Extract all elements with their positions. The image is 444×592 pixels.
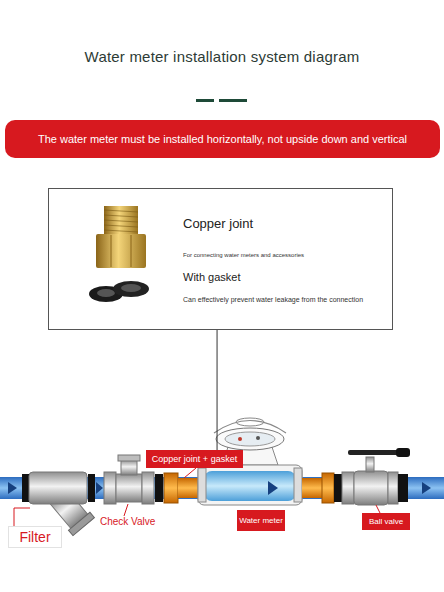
valve-nut (388, 472, 398, 504)
copper-joint-nut (164, 473, 178, 503)
dial-pointer (256, 436, 260, 440)
flow-arrow (268, 481, 278, 495)
rubber-band (398, 474, 408, 502)
meter-flange (198, 468, 206, 502)
meter-glass-tube (204, 471, 296, 501)
gasket (113, 281, 149, 297)
flow-arrow (96, 482, 103, 494)
part-label: Check Valve (100, 516, 155, 527)
gasket-hole (97, 289, 115, 297)
meter-lid (214, 421, 286, 434)
leader-line (124, 504, 128, 516)
warning-text: The water meter must be installed horizo… (38, 133, 407, 146)
thread-line (104, 210, 138, 212)
thread-line (104, 215, 138, 217)
valve-nut (142, 472, 154, 504)
meter-dial (216, 428, 284, 450)
check-valve-top (118, 455, 140, 461)
lid-ring (236, 418, 264, 426)
gasket-hole (121, 284, 141, 292)
thread-line (104, 220, 138, 222)
meter-flange (294, 468, 302, 502)
thread-line (104, 225, 138, 227)
ball-valve-body (354, 471, 388, 505)
part-tag: Copper joint + gasket (146, 450, 243, 468)
title-dash (196, 99, 214, 102)
dial-face (225, 432, 275, 446)
part-name: Copper joint (183, 216, 253, 231)
check-valve-body (116, 474, 142, 502)
thread-lines (104, 210, 138, 232)
rubber-band (155, 474, 163, 502)
copper-joint-thread (302, 478, 322, 498)
tag-text: Copper joint + gasket (152, 454, 237, 464)
diagram-title: Water meter installation system diagram (0, 48, 444, 65)
tag-text: Water meter (239, 516, 283, 525)
rubber-band (334, 474, 342, 502)
flow-arrow (8, 482, 17, 494)
nut-edge (131, 235, 132, 267)
part-tag: Filter (8, 526, 62, 548)
leader-line (217, 330, 218, 450)
callout-box: Copper jointFor connecting water meters … (48, 188, 393, 330)
valve-lever (348, 450, 404, 455)
copper-joint-thread (178, 478, 198, 498)
joint-hex-nut (96, 234, 146, 268)
flow-arrow (422, 482, 431, 494)
joint-thread (104, 206, 138, 236)
rubber-band (22, 474, 29, 502)
valve-nut (342, 472, 354, 504)
valve-nut (104, 472, 116, 504)
leader-line (14, 508, 30, 526)
leader-line (376, 505, 380, 513)
filter-cap (68, 512, 94, 535)
thread-line (104, 230, 138, 232)
dial-pointer (238, 437, 242, 441)
meter-body (198, 465, 302, 505)
valve-stem (366, 457, 374, 472)
part-tag: Water meter (237, 510, 285, 531)
rubber-band (88, 474, 95, 502)
warning-banner: The water meter must be installed horizo… (5, 120, 440, 158)
lever-grip (396, 448, 410, 457)
copper-joint-nut (322, 473, 334, 503)
part-feature: With gasket (183, 271, 240, 283)
check-valve-cap (121, 460, 137, 475)
leader-line (184, 468, 196, 478)
tag-text: Filter (19, 529, 50, 545)
part-tag: Ball valve (362, 513, 410, 530)
part-note: Can effectively prevent water leakage fr… (183, 296, 363, 303)
filter-body (29, 472, 87, 504)
nut-edge (111, 235, 112, 267)
part-note: For connecting water meters and accessor… (183, 252, 304, 258)
tag-text: Ball valve (369, 517, 403, 526)
title-dash (219, 99, 247, 102)
